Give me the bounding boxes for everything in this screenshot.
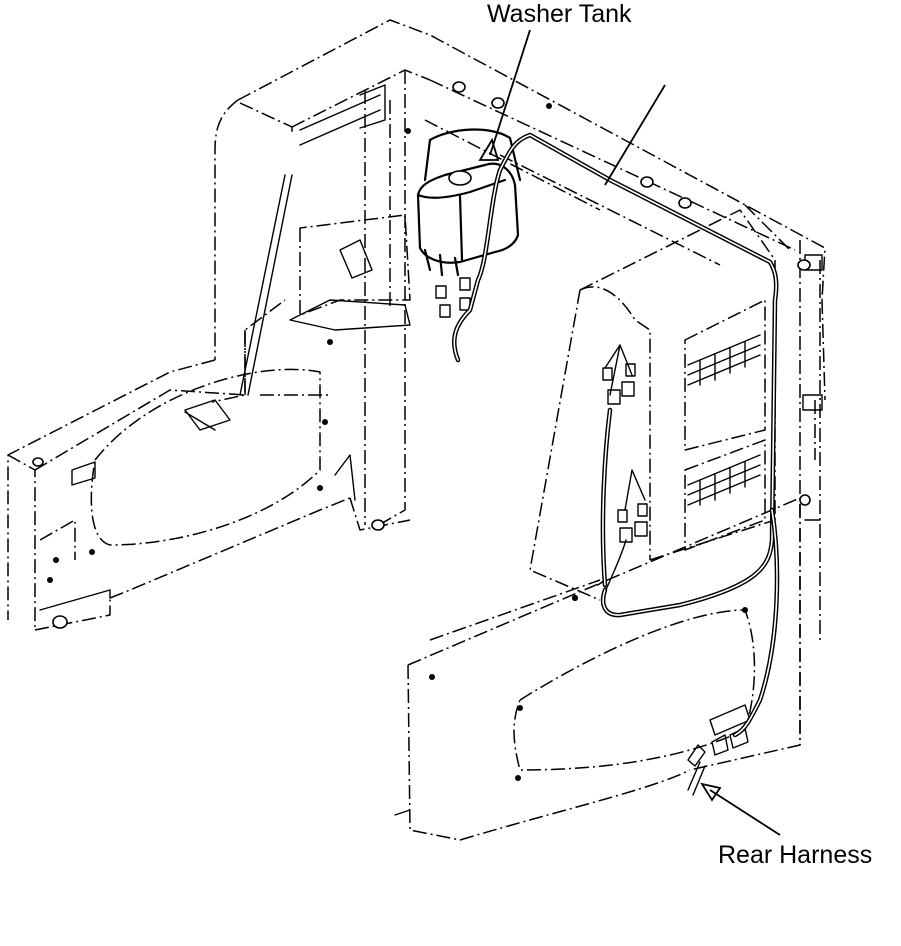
leader-lines [478,29,781,836]
mounting-holes [32,81,811,781]
washer-tank-label: Washer Tank [487,0,632,28]
cab-frame-phantom [7,19,826,841]
wire-harness-drawing [452,132,811,796]
cab-frame-solid [39,84,823,816]
washer-tank-drawing [416,128,522,318]
rear-harness-label: Rear Harness [718,841,873,869]
